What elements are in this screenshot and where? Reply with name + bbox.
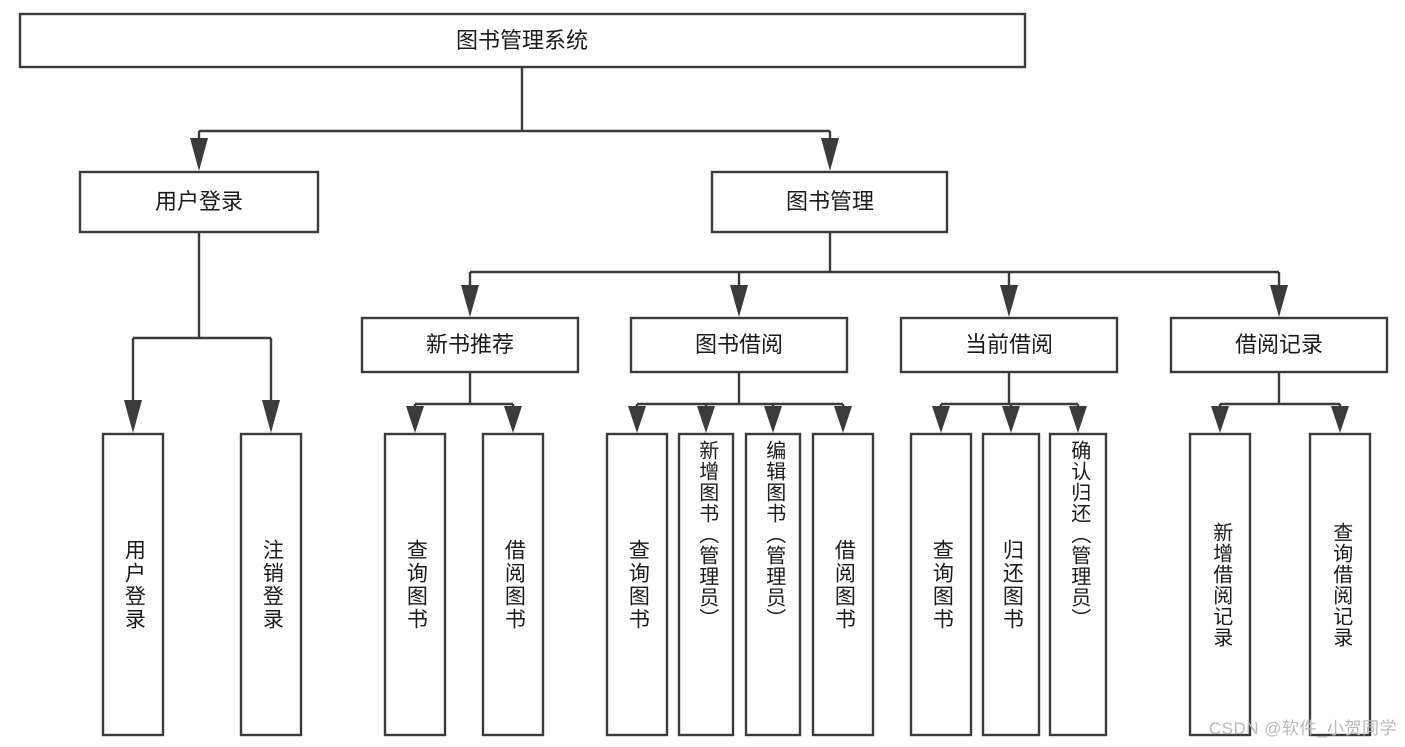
node-borrow-record-label: 借阅记录	[1235, 332, 1323, 357]
connector-group-newbook-to-leaves	[406, 372, 522, 433]
node-leaf-borrow-book-1-box[interactable]	[481, 432, 545, 737]
arrow-head-icon	[628, 406, 646, 433]
arrow-head-icon	[504, 406, 522, 433]
arrow-head-icon	[697, 406, 715, 433]
node-book-borrow[interactable]: 图书借阅	[629, 316, 849, 374]
connector-group-borrowrecord-to-leaves	[1211, 372, 1349, 433]
node-root-box	[18, 12, 1027, 69]
node-leaf-confirm-return-box[interactable]	[1048, 432, 1108, 737]
node-leaf-add-book-box[interactable]	[677, 432, 735, 737]
node-leaf-query-book-3-box[interactable]	[909, 432, 973, 737]
connector-group-currentborrow-to-leaves	[932, 372, 1087, 433]
node-current-borrow[interactable]: 当前借阅	[899, 316, 1119, 374]
node-book-manage-box	[710, 170, 949, 234]
node-borrow-record-box	[1169, 316, 1389, 374]
node-user-login-label: 用户登录	[155, 189, 243, 214]
node-root[interactable]: 图书管理系统	[18, 12, 1027, 69]
arrow-head-icon	[932, 406, 950, 433]
node-leaf-return-book-box[interactable]	[981, 432, 1041, 737]
arrow-head-icon	[764, 406, 782, 433]
connector-group-bookmanage-to-level3	[461, 232, 1288, 317]
node-current-borrow-box	[899, 316, 1119, 374]
node-leaf-edit-book-box[interactable]	[744, 432, 802, 737]
connector-group-root-to-level2	[190, 67, 839, 171]
node-root-label: 图书管理系统	[456, 28, 588, 53]
node-new-book-recommend[interactable]: 新书推荐	[360, 316, 580, 374]
connector-group-userlogin-to-leaves	[124, 232, 280, 433]
node-book-manage[interactable]: 图书管理	[710, 170, 949, 234]
arrow-head-icon	[124, 400, 142, 433]
arrow-head-icon	[730, 285, 748, 317]
node-book-borrow-label: 图书借阅	[695, 332, 783, 357]
connector-group-bookborrow-to-leaves	[628, 372, 852, 433]
watermark-text: CSDN @软件_小贺同学	[1208, 719, 1397, 738]
arrow-head-icon	[1002, 406, 1020, 433]
arrow-head-icon	[190, 138, 208, 171]
node-user-login[interactable]: 用户登录	[78, 170, 320, 234]
node-book-manage-label: 图书管理	[786, 189, 874, 214]
node-leaf-user-login-box[interactable]	[101, 432, 165, 737]
node-book-borrow-box	[629, 316, 849, 374]
node-new-book-recommend-box	[360, 316, 580, 374]
arrow-head-icon	[1211, 406, 1229, 433]
arrow-head-icon	[461, 285, 479, 317]
node-leaf-user-logout-box[interactable]	[239, 432, 303, 737]
arrow-head-icon	[406, 406, 424, 433]
node-leaf-add-record-box[interactable]	[1188, 432, 1252, 737]
node-leaf-borrow-book-2-box[interactable]	[811, 432, 875, 737]
arrow-head-icon	[1069, 406, 1087, 433]
arrow-head-icon	[1331, 406, 1349, 433]
node-leaf-query-record-box[interactable]	[1308, 432, 1372, 737]
node-borrow-record[interactable]: 借阅记录	[1169, 316, 1389, 374]
node-current-borrow-label: 当前借阅	[965, 332, 1053, 357]
arrow-head-icon	[1000, 285, 1018, 317]
node-new-book-recommend-label: 新书推荐	[426, 332, 514, 357]
arrow-head-icon	[821, 138, 839, 171]
arrow-head-icon	[1270, 285, 1288, 317]
arrow-head-icon	[834, 406, 852, 433]
arrow-head-icon	[262, 400, 280, 433]
node-leaf-query-book-2-box[interactable]	[605, 432, 669, 737]
node-leaf-query-book-1-box[interactable]	[383, 432, 447, 737]
node-user-login-box	[78, 170, 320, 234]
